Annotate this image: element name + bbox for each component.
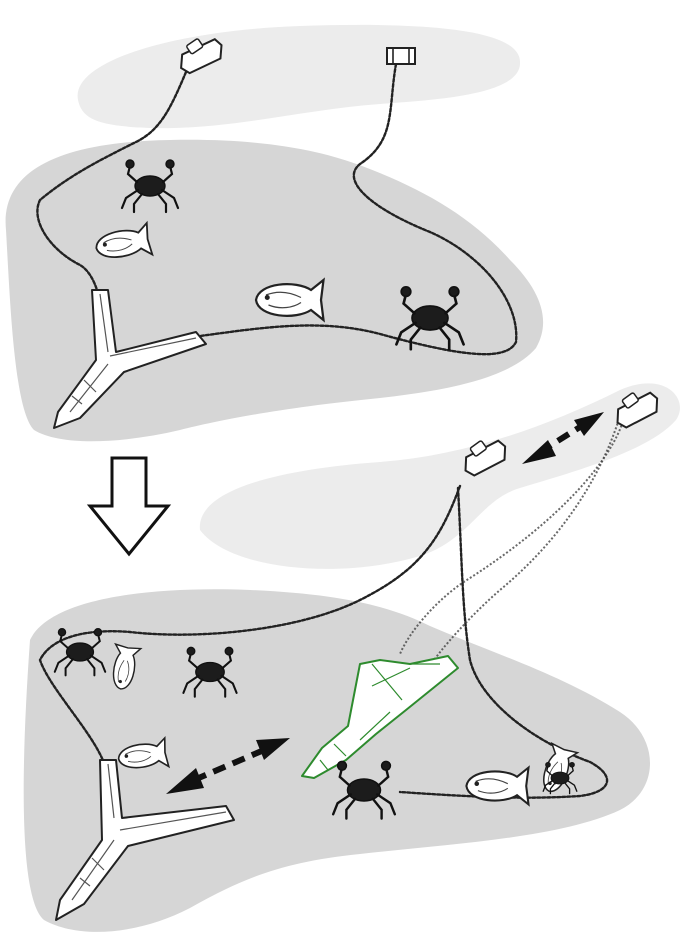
sea-surface-top <box>78 25 520 128</box>
top-panel <box>6 25 544 441</box>
hollow-down-arrow-icon <box>90 458 168 554</box>
buoy-icon <box>387 48 415 64</box>
